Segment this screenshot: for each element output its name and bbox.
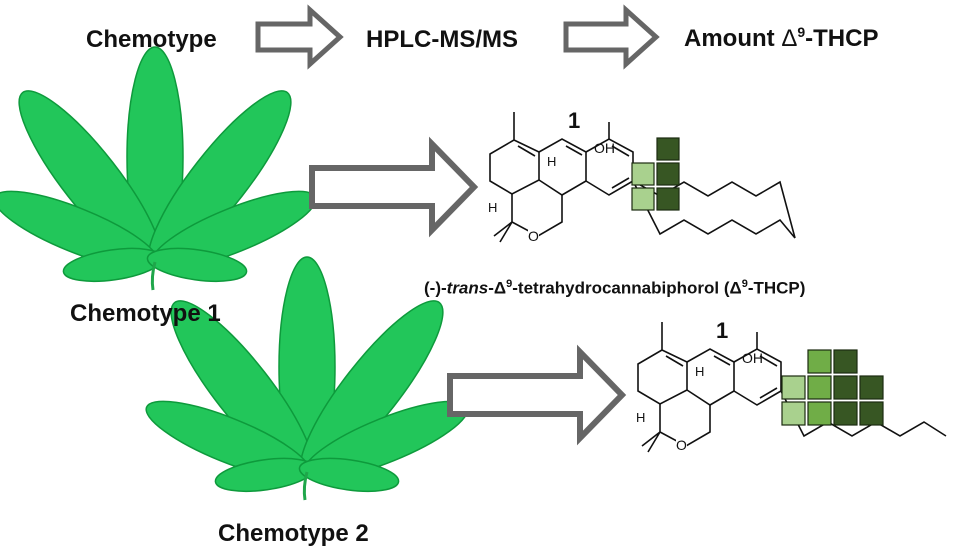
amount-bar-cell xyxy=(859,401,884,426)
amount-bar-cell xyxy=(833,375,858,400)
arrow-chemotype-1 xyxy=(309,136,479,238)
amount-bar-cell xyxy=(656,137,680,161)
amount-suffix: -THCP xyxy=(805,25,879,52)
amount-bar-cell xyxy=(631,162,655,186)
amount-bar-cell xyxy=(656,187,680,211)
chemotype-1-label: Chemotype 1 xyxy=(70,300,221,327)
name-part-4: -tetrahydrocannabiphorol (Δ xyxy=(512,278,742,298)
amount-bars-chemotype-1 xyxy=(631,137,680,211)
h-label-1a: H xyxy=(547,154,557,169)
name-part-3: -Δ xyxy=(488,278,507,298)
name-part-5: -THCP) xyxy=(747,278,806,298)
compound-name: (-)-trans-Δ9-tetrahydrocannabiphorol (Δ9… xyxy=(424,278,805,299)
step-hplc-label: HPLC-MS/MS xyxy=(366,26,518,53)
oh-label-1: OH xyxy=(594,140,615,156)
name-part-1: (-)- xyxy=(424,278,447,298)
compound-number-1: 1 xyxy=(568,108,581,133)
amount-bar-cell xyxy=(833,349,858,374)
amount-bar-cell xyxy=(781,401,806,426)
h-label-2a: H xyxy=(695,364,705,379)
compound-number-2: 1 xyxy=(716,318,729,343)
step-amount-label: Amount Δ9-THCP xyxy=(684,24,878,53)
header-arrow-2 xyxy=(563,4,660,70)
amount-bar-cell xyxy=(807,375,832,400)
delta-symbol: Δ xyxy=(781,25,798,52)
name-sup-2: 9 xyxy=(741,278,748,290)
amount-bar-cell xyxy=(807,401,832,426)
o-label-2: O xyxy=(676,437,687,453)
amount-bar-cell xyxy=(807,349,832,374)
header-arrow-1 xyxy=(255,4,344,70)
h-label-2b: H xyxy=(636,410,646,425)
arrow-chemotype-2 xyxy=(447,344,627,446)
amount-prefix: Amount xyxy=(684,25,782,52)
cannabis-leaf-icon-1 xyxy=(0,45,326,292)
amount-bar-cell xyxy=(656,162,680,186)
oh-label-2: OH xyxy=(742,350,763,366)
h-label-1b: H xyxy=(488,200,498,215)
o-label-1: O xyxy=(528,228,539,244)
name-trans: trans xyxy=(446,278,489,298)
chemotype-2-label: Chemotype 2 xyxy=(218,520,369,547)
amount-bars-chemotype-2 xyxy=(781,349,884,426)
amount-bar-cell xyxy=(631,187,655,211)
amount-bar-cell xyxy=(781,375,806,400)
amount-bar-cell xyxy=(859,375,884,400)
delta-superscript: 9 xyxy=(797,24,806,40)
amount-bar-cell xyxy=(833,401,858,426)
name-sup-1: 9 xyxy=(506,278,513,290)
